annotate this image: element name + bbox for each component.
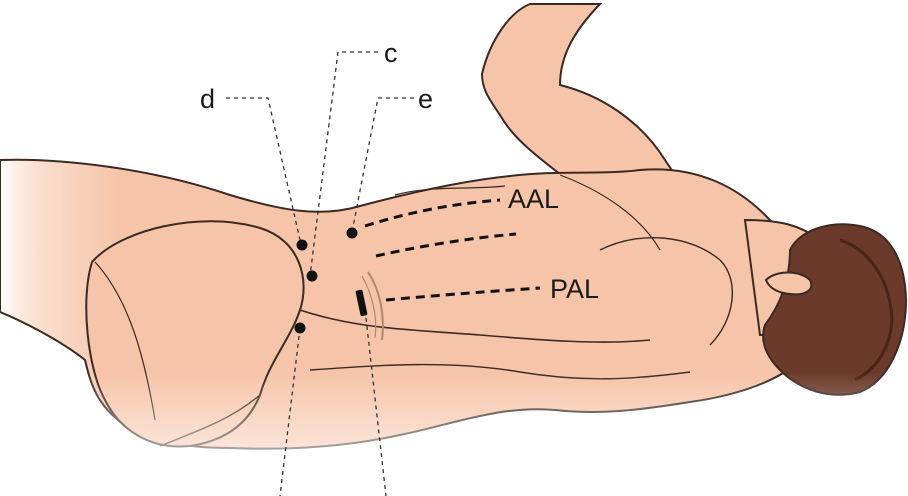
port-dot-d [297, 240, 308, 251]
label-d: d [200, 84, 215, 114]
label-aal: AAL [508, 184, 559, 214]
port-dot-e [347, 228, 358, 239]
label-pal: PAL [550, 274, 599, 304]
label-e: e [418, 84, 433, 114]
port-dot-bottom [295, 323, 306, 334]
label-c: c [384, 38, 398, 68]
port-dot-c [307, 271, 318, 282]
